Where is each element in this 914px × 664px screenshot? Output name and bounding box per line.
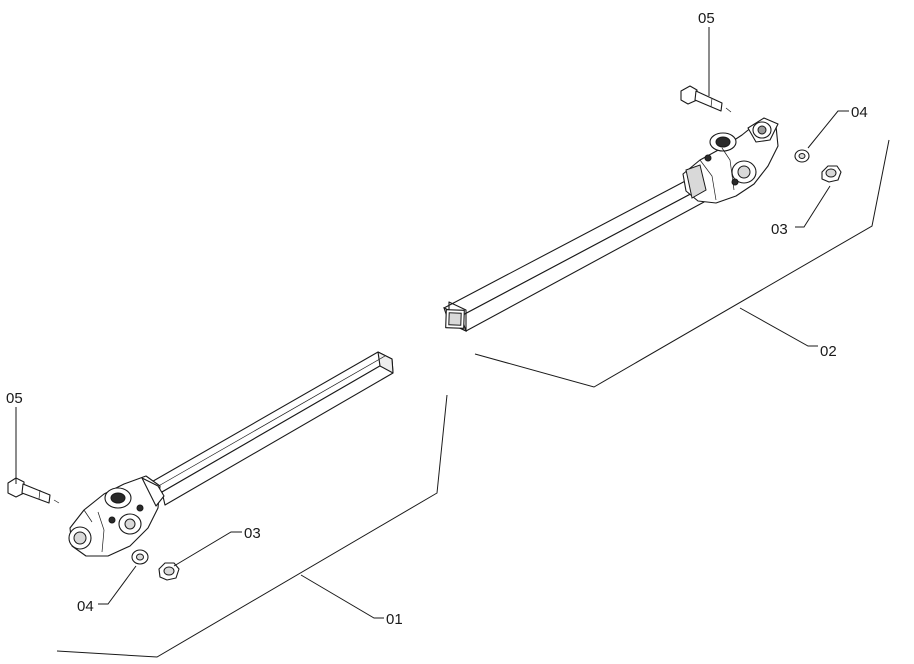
leader-lines — [15, 27, 849, 619]
upper-shaft-assembly — [443, 85, 842, 332]
upper-bolt — [680, 85, 732, 113]
callout-lower-01: 01 — [386, 611, 403, 628]
callout-upper-02: 02 — [820, 343, 837, 360]
lower-square-shaft — [147, 351, 394, 506]
lower-group-bracket — [56, 394, 448, 658]
callout-upper-05: 05 — [698, 10, 715, 27]
callout-upper-03: 03 — [771, 221, 788, 238]
callout-lower-05: 05 — [6, 390, 23, 407]
upper-nut — [821, 165, 842, 183]
upper-square-tube — [443, 177, 705, 332]
lower-bolt — [7, 477, 60, 504]
lower-shaft-assembly — [7, 351, 394, 581]
lower-washer — [131, 549, 149, 565]
lower-universal-joint — [68, 475, 165, 557]
upper-group-bracket — [474, 139, 890, 388]
upper-universal-joint — [682, 117, 779, 204]
lower-nut — [158, 562, 180, 581]
callout-upper-04: 04 — [851, 104, 868, 121]
upper-washer — [794, 149, 810, 163]
callout-lower-04: 04 — [77, 598, 94, 615]
callout-lower-03: 03 — [244, 525, 261, 542]
